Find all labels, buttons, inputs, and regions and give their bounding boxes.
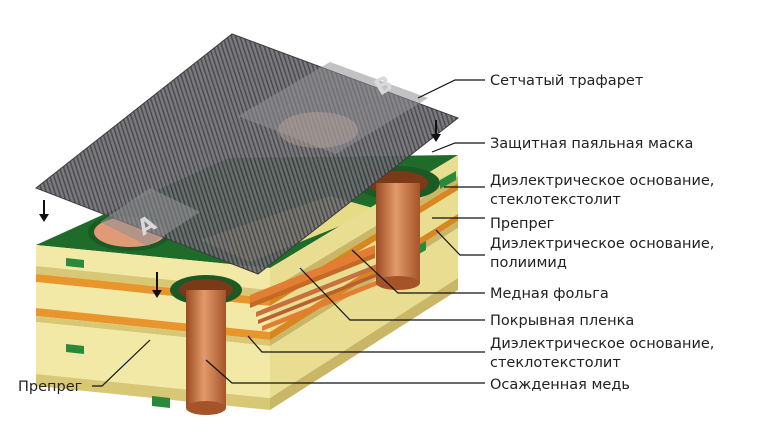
- mask-edge-bottom-left: [66, 344, 84, 354]
- leader-dielectric-bottom: [247, 335, 485, 353]
- stencil-window-a: [100, 188, 200, 246]
- down-arrow-middle: [152, 272, 162, 298]
- mask-edge-right: [440, 171, 456, 189]
- leader-copper-foil: [351, 249, 485, 294]
- down-arrow-right: [431, 120, 441, 142]
- leader-plated-copper: [205, 359, 485, 384]
- stencil-window-b: [238, 62, 428, 154]
- flex-core-cutaway: [250, 245, 388, 331]
- label-dielectric-bottom-2: стеклотекстолит: [490, 355, 621, 371]
- stencil-circle-b: [278, 112, 358, 148]
- mask-edge-left: [66, 258, 84, 268]
- mask-edge-bottom: [152, 396, 170, 408]
- label-prepreg-right: Препрег: [490, 216, 554, 232]
- label-polyimide-2: полиимид: [490, 255, 567, 271]
- label-copper-foil: Медная фольга: [490, 286, 609, 302]
- label-dielectric-bottom-1: Диэлектрическое основание,: [490, 336, 714, 352]
- label-dielectric-top-2: стеклотекстолит: [490, 192, 621, 208]
- label-plated-copper: Осажденная медь: [490, 377, 630, 393]
- label-dielectric-top-1: Диэлектрическое основание,: [490, 173, 714, 189]
- via-front: [170, 275, 242, 415]
- mesh-screen: A B: [35, 33, 460, 275]
- label-screen: Сетчатый трафарет: [490, 73, 644, 89]
- leader-prepreg-left: [92, 339, 151, 387]
- down-arrow-left: [39, 200, 49, 222]
- label-polyimide-1: Диэлектрическое основание,: [490, 236, 714, 252]
- leader-coverlay: [299, 267, 485, 321]
- label-prepreg-left: Препрег: [18, 379, 82, 395]
- leader-polyimide: [435, 229, 485, 256]
- label-solder-mask: Защитная паяльная маска: [490, 136, 693, 152]
- labels: Сетчатый трафарет Защитная паяльная маск…: [18, 73, 714, 395]
- label-coverlay: Покрывная пленка: [490, 313, 634, 329]
- leader-mask: [431, 142, 485, 153]
- leader-lines: [92, 79, 485, 387]
- leader-screen: [417, 79, 485, 99]
